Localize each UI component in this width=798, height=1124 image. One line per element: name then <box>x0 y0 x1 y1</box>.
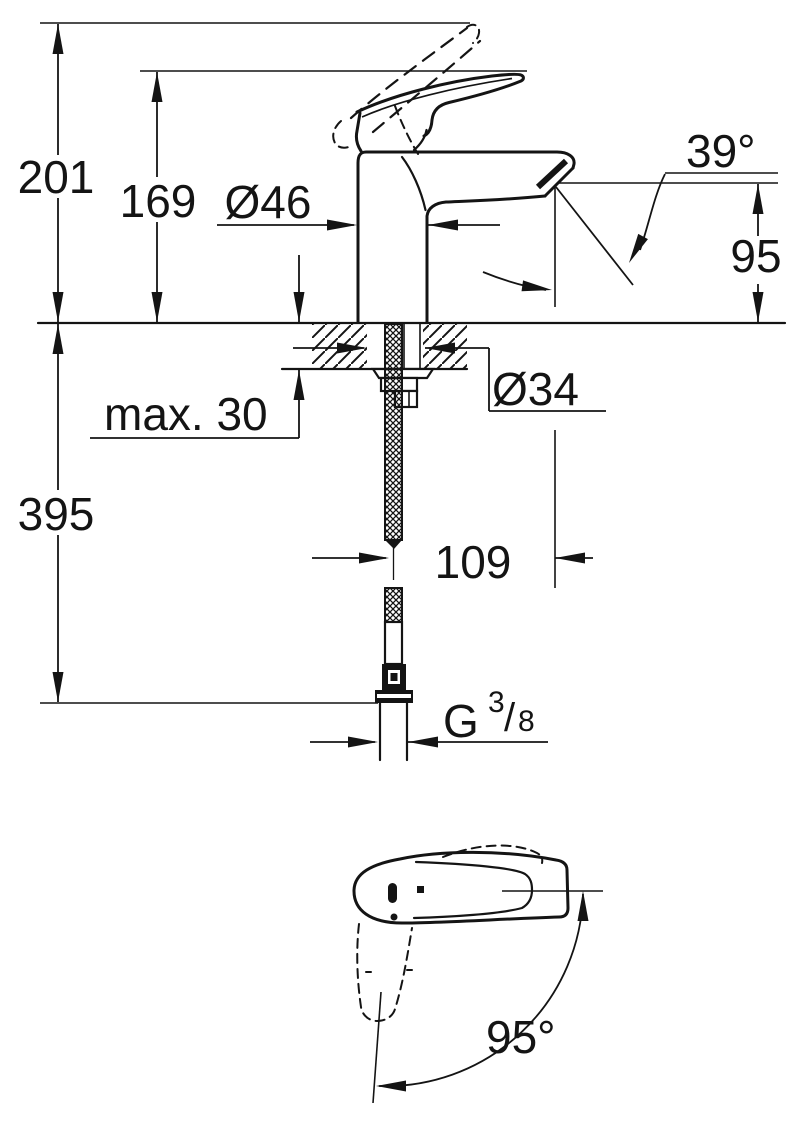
raised-lever-hook <box>332 120 351 149</box>
angle-arrowhead-lower <box>521 280 553 296</box>
connection-tube <box>378 701 409 762</box>
cap-dot-mark <box>390 913 398 921</box>
handle-rotated-dashed-top <box>442 844 544 864</box>
overall-height-label: 201 <box>18 151 95 203</box>
raised-lever-tip <box>466 23 481 44</box>
outlet-height-label: 95 <box>730 230 781 282</box>
handle-plan-inner <box>412 860 534 920</box>
stream-angle-label: 39° <box>686 125 756 177</box>
hose-hex-nut-face <box>377 694 411 698</box>
neck-curve <box>400 155 427 212</box>
top-view: 95° <box>352 844 603 1104</box>
angle-arrowhead-upper <box>624 233 648 266</box>
aerator <box>535 158 569 190</box>
countertop-section <box>36 321 787 371</box>
thread-denominator: 8 <box>518 705 535 738</box>
hose-braid-upper <box>384 323 403 541</box>
dimension-labels: 201 169 Ø46 39° 95 max. 30 Ø34 395 109 G… <box>18 125 782 747</box>
cap-square-mark <box>417 886 424 893</box>
hole-diameter-label: Ø34 <box>492 363 579 415</box>
raised-lever-edge-a <box>349 26 469 120</box>
supply-hose <box>375 323 413 762</box>
swivel-arrow-top <box>577 891 589 921</box>
handle-raised-dashed <box>332 23 482 155</box>
raised-lever-edge-b <box>371 39 482 134</box>
side-view: 201 169 Ø46 39° 95 max. 30 Ø34 395 109 G… <box>18 22 787 762</box>
swivel-arc <box>378 893 584 1087</box>
handle-rotated-dashed-down <box>356 923 413 1023</box>
stream-angle-construction <box>482 173 666 307</box>
swivel-arrow-bottom <box>376 1080 406 1092</box>
stream-line <box>555 186 634 286</box>
thread-prefix: G <box>443 695 479 747</box>
dimensions <box>40 22 778 748</box>
handle-lever <box>355 72 525 138</box>
body-diameter-label: Ø46 <box>225 176 312 228</box>
faucet-body <box>356 150 576 324</box>
spout-tip-face <box>543 166 575 198</box>
cap-pill-mark <box>388 883 397 903</box>
handle-lever-highlight <box>361 77 513 118</box>
cartridge-dome-left <box>354 111 363 153</box>
body-and-spout-top <box>356 150 576 324</box>
handle-height-label: 169 <box>120 175 197 227</box>
thread-size-label: G 3 / 8 <box>443 686 535 747</box>
hose-connector-detail <box>390 673 398 681</box>
swivel-angle-label: 95° <box>486 1011 556 1063</box>
spout-underside <box>425 194 547 324</box>
thread-divider: / <box>504 696 516 740</box>
axis-line-rotated <box>372 991 382 1104</box>
rotated-handle-marks <box>365 969 413 973</box>
handle-plan-outline <box>352 850 570 925</box>
spout-reach-label: 109 <box>435 536 512 588</box>
deck-thickness-label: max. 30 <box>104 388 268 440</box>
cartridge-dome-right <box>412 128 428 152</box>
hose-braid-lower <box>384 587 403 623</box>
handle-side <box>354 72 525 153</box>
shank-sleeve <box>403 324 421 368</box>
hidden-edge <box>394 105 419 155</box>
thread-numerator: 3 <box>488 686 505 719</box>
below-deck-label: 395 <box>18 488 95 540</box>
hose-ferrule <box>383 620 404 666</box>
